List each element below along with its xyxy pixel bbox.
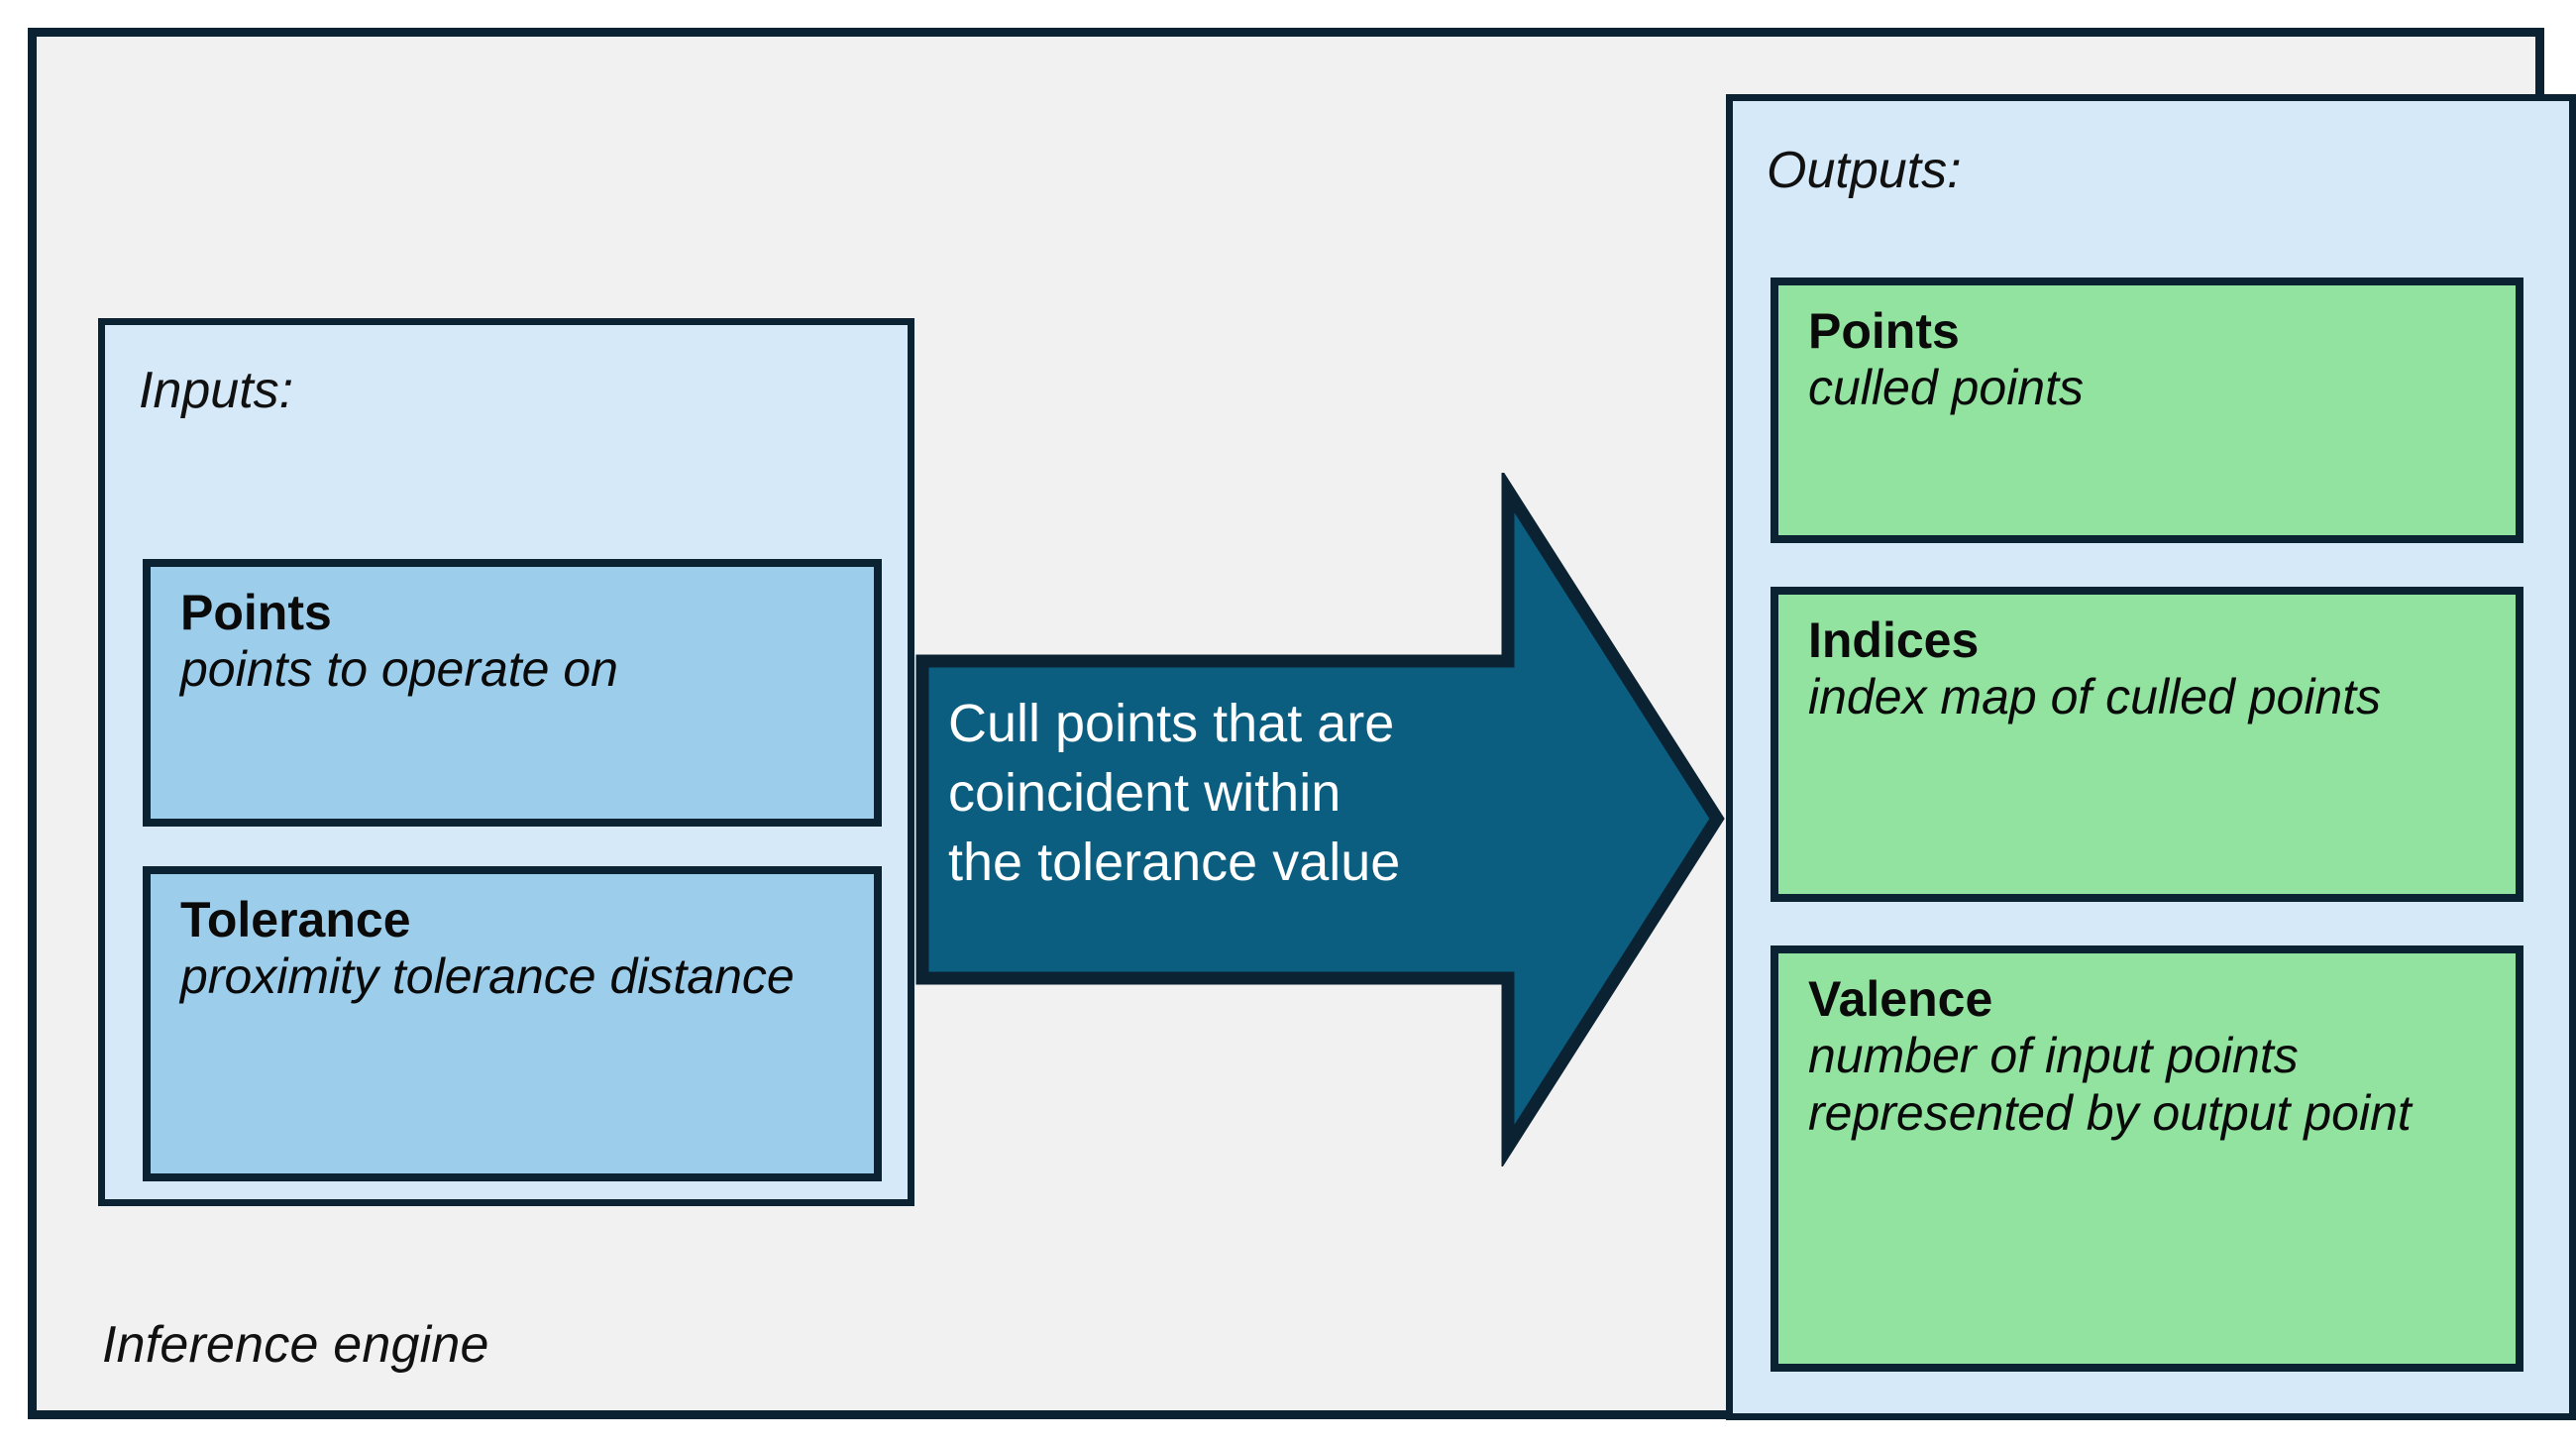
input-port-points-name: Points bbox=[180, 585, 332, 640]
output-port-valence[interactable]: Valence number of input points represent… bbox=[1771, 945, 2523, 1372]
input-port-tolerance[interactable]: Tolerance proximity tolerance distance bbox=[143, 866, 882, 1181]
output-port-valence-name: Valence bbox=[1808, 971, 1993, 1027]
output-port-indices[interactable]: Indices index map of culled points bbox=[1771, 587, 2523, 902]
input-port-points[interactable]: Points points to operate on bbox=[143, 559, 882, 827]
outputs-panel: Outputs: Points culled points Indices in… bbox=[1726, 94, 2576, 1420]
output-port-points-description: culled points bbox=[1808, 360, 2084, 415]
inference-engine-label: Inference engine bbox=[102, 1316, 489, 1374]
process-arrow-label: Cull points that are coincident within t… bbox=[948, 694, 1401, 893]
output-port-indices-description: index map of culled points bbox=[1808, 669, 2382, 724]
output-port-points-name: Points bbox=[1808, 303, 1960, 359]
inputs-panel-title: Inputs: bbox=[139, 362, 294, 419]
process-arrow: Cull points that are coincident within t… bbox=[909, 473, 1731, 1167]
process-arrow-shape bbox=[915, 473, 1725, 1167]
output-port-points[interactable]: Points culled points bbox=[1771, 278, 2523, 543]
input-port-points-description: points to operate on bbox=[180, 641, 618, 697]
inputs-panel: Inputs: Points points to operate on Tole… bbox=[98, 318, 914, 1206]
output-port-indices-name: Indices bbox=[1808, 612, 1980, 668]
output-port-valence-description: number of input points represented by ou… bbox=[1808, 1028, 2412, 1141]
input-port-tolerance-description: proximity tolerance distance bbox=[180, 948, 795, 1004]
inference-engine-frame: Inputs: Points points to operate on Tole… bbox=[28, 28, 2576, 1420]
input-port-tolerance-name: Tolerance bbox=[180, 892, 411, 947]
outputs-panel-title: Outputs: bbox=[1767, 142, 1962, 199]
